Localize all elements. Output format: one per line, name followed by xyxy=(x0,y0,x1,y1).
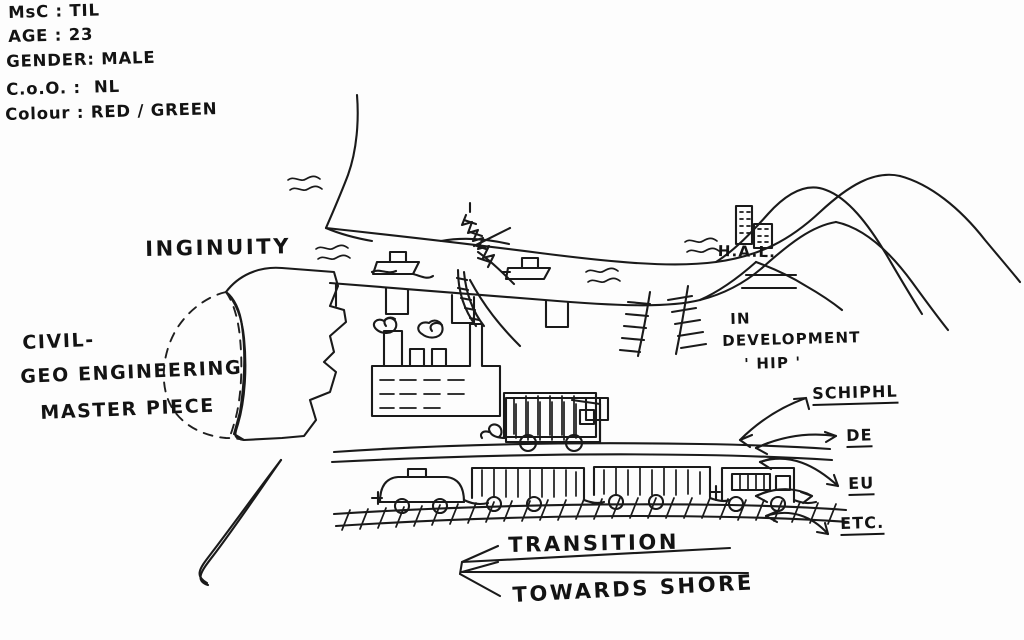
factory xyxy=(370,316,502,418)
meta-line-coo: C.o.O. : NL xyxy=(5,76,121,99)
destination-etc: ETC. xyxy=(840,513,885,536)
quay-piers xyxy=(334,282,570,329)
destination-schiphl: SCHIPHL xyxy=(812,382,899,406)
hatched-jetties xyxy=(618,284,708,358)
warehouse xyxy=(502,391,610,439)
meta-line-age: AGE : 23 xyxy=(7,24,94,46)
road xyxy=(330,442,834,464)
destination-de: DE xyxy=(846,425,873,448)
harbour-crane xyxy=(439,201,522,348)
truck xyxy=(479,396,602,453)
hal-buildings xyxy=(734,204,774,250)
meta-line-gender: GENDER: MALE xyxy=(5,47,156,71)
dashed-extension xyxy=(162,291,245,441)
destination-eu: EU xyxy=(848,473,875,496)
label-in-development-line1: IN xyxy=(729,309,751,328)
waterway xyxy=(324,173,1022,332)
transition-arrow xyxy=(458,544,750,598)
label-ingenuity: INGINUITY xyxy=(144,234,292,261)
label-in-development-line3: ' HIP ' xyxy=(743,353,802,373)
locomotive xyxy=(708,466,818,513)
boat-left xyxy=(370,250,435,279)
connector-arrows xyxy=(738,396,840,536)
tank-wagon xyxy=(370,467,490,515)
label-hal: H.A.L. xyxy=(717,242,777,262)
label-transition: TRANSITION xyxy=(507,529,680,557)
boxcar-2 xyxy=(592,465,732,511)
wave-symbols xyxy=(287,175,720,283)
reclaimed-land xyxy=(224,266,348,442)
label-civil: CIVIL- xyxy=(21,328,96,354)
coastline xyxy=(198,93,374,587)
boxcar-1 xyxy=(470,466,606,513)
meta-line-msc: MsC : TIL xyxy=(7,0,101,22)
boat-right xyxy=(500,256,552,281)
